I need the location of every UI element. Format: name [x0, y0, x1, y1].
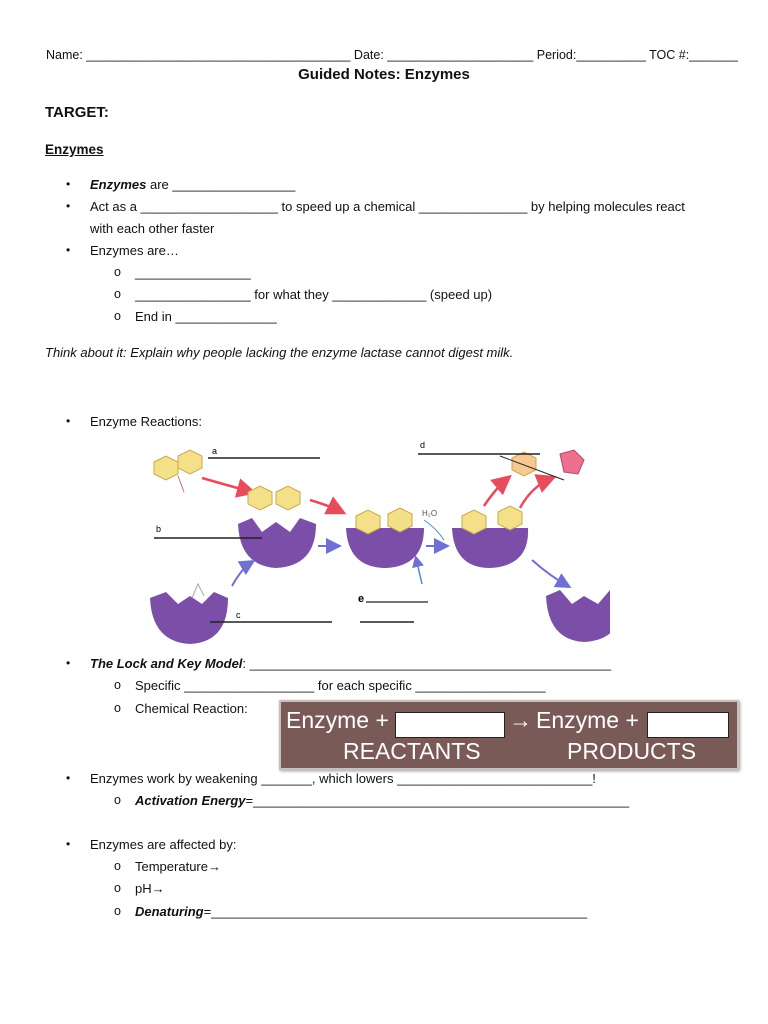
think-about-it: Think about it: Explain why people lacki…: [45, 345, 514, 360]
bullet-dot: •: [66, 837, 71, 851]
sub-bullet-1: ________________: [135, 265, 251, 280]
sub-bullet-marker: o: [114, 793, 121, 807]
equation-reactants: REACTANTS: [343, 738, 481, 764]
enzyme-shape: [546, 590, 610, 642]
sub-bullet-specific: Specific __________________ for each spe…: [135, 678, 546, 693]
sub-bullet-ph: pH→: [135, 881, 165, 896]
header-line: Name: __________________________________…: [46, 48, 738, 62]
enzyme-reaction-diagram: a b H₂O d c e: [150, 440, 610, 644]
bullet-text: =_______________________________________…: [203, 904, 588, 919]
water-arrow: [423, 519, 445, 541]
substrate-blank[interactable]: [395, 712, 505, 738]
arrow-red: [518, 474, 557, 509]
arrow-e: [412, 555, 424, 585]
term-enzymes: Enzymes: [90, 177, 147, 192]
bullet-enzymes-are: Enzymes are _________________: [90, 177, 295, 192]
sub-bullet-marker: o: [114, 678, 121, 692]
bullet-text: are _________________: [146, 177, 296, 192]
products-blank[interactable]: [647, 712, 729, 738]
label-c: c: [236, 610, 241, 620]
substrate-molecule: [153, 449, 203, 493]
bullet-dot: •: [66, 414, 71, 428]
sub-bullet-marker: o: [114, 904, 121, 918]
equation-arrow: →: [509, 707, 532, 733]
label-pointer-d: [499, 455, 565, 481]
bullet-affected-by: Enzymes are affected by:: [90, 837, 237, 852]
sub-bullet-chemical-reaction: Chemical Reaction:: [135, 701, 248, 716]
sub-bullet-marker: o: [114, 309, 121, 323]
bullet-enzymes-are-list: Enzymes are…: [90, 243, 179, 258]
product-molecule: [559, 449, 585, 475]
bullet-dot: •: [66, 199, 71, 213]
label-a: a: [212, 446, 217, 456]
page-title: Guided Notes: Enzymes: [298, 66, 470, 83]
bullet-dot: •: [66, 771, 71, 785]
bullet-text: : ______________________________________…: [242, 656, 612, 671]
bullet-act-as-line2: with each other faster: [90, 221, 215, 236]
sub-bullet-marker: o: [114, 265, 121, 279]
sub-bullet-marker: o: [114, 859, 121, 873]
sub-bullet-denaturing: Denaturing=_____________________________…: [135, 904, 587, 919]
term-lock-key: The Lock and Key Model: [90, 656, 243, 671]
water-label: H₂O: [422, 509, 437, 518]
sub-bullet-activation-energy: Activation Energy=______________________…: [135, 793, 629, 808]
label-b: b: [156, 524, 161, 534]
sub-bullet-3: End in ______________: [135, 309, 277, 324]
term-denaturing: Denaturing: [135, 904, 204, 919]
bullet-act-as-line1: Act as a ___________________ to speed up…: [90, 199, 685, 214]
sub-bullet-marker: o: [114, 701, 121, 715]
bullet-dot: •: [66, 656, 71, 670]
bullet-dot: •: [66, 243, 71, 257]
enzyme-shape: [238, 518, 316, 568]
equation-box: Enzyme + → Enzyme + REACTANTS PRODUCTS: [279, 700, 739, 770]
bullet-weakening: Enzymes work by weakening _______, which…: [90, 771, 596, 786]
enzyme-substrate-complex: [346, 528, 424, 568]
arrow-blue: [231, 559, 256, 587]
label-d: d: [420, 440, 425, 450]
enzyme-reactions-label: Enzyme Reactions:: [90, 414, 202, 429]
arrow-red: [309, 496, 347, 515]
bullet-dot: •: [66, 177, 71, 191]
equation-right-top: Enzyme +: [536, 707, 639, 733]
target-label: TARGET:: [45, 104, 109, 121]
section-title: Enzymes: [45, 142, 104, 157]
arrow-blue: [531, 559, 572, 588]
term-activation-energy: Activation Energy: [135, 793, 246, 808]
sub-bullet-marker: o: [114, 881, 121, 895]
enzyme-shape: [150, 592, 228, 644]
sub-bullet-temperature: Temperature→: [135, 859, 221, 874]
enzyme-product-complex: [452, 528, 529, 568]
bullet-lock-key: The Lock and Key Model: ________________…: [90, 656, 611, 671]
substrate-molecule: [247, 485, 301, 511]
bullet-text: =_______________________________________…: [245, 793, 630, 808]
arrow-red: [201, 476, 257, 498]
equation-products: PRODUCTS: [567, 738, 697, 764]
sub-bullet-marker: o: [114, 287, 121, 301]
equation-left-top: Enzyme +: [286, 707, 389, 733]
sub-bullet-2: ________________ for what they _________…: [135, 287, 493, 302]
product-molecule: [511, 451, 537, 477]
label-e: e: [358, 593, 364, 605]
arrow-red: [482, 474, 512, 507]
